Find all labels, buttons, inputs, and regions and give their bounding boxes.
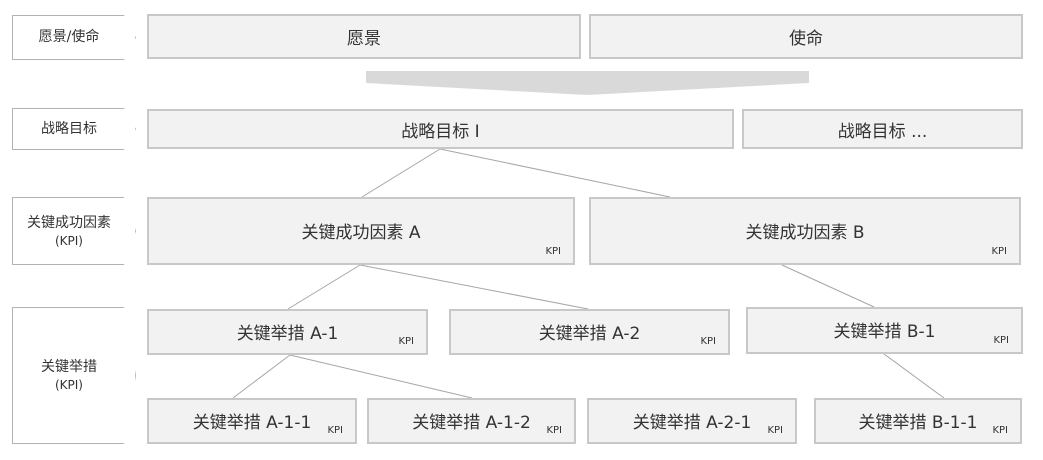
row-label-vision-text: 愿景/使命	[38, 29, 100, 45]
row-label-csf-text: 关键成功因素	[27, 214, 111, 231]
action-box-b1-label: 关键举措 B-1	[833, 322, 936, 342]
subaction-box-a12: 关键举措 A-1-2 KPI	[367, 398, 576, 444]
subaction-box-a21-label: 关键举措 A-2-1	[632, 413, 752, 433]
connector-action-a1-to-sub-a12	[289, 354, 473, 399]
row-label-csf: 关键成功因素 (KPI)	[12, 197, 136, 265]
action-box-a1-kpi: KPI	[398, 336, 414, 347]
connector-goal-to-csf-a	[361, 148, 441, 198]
csf-box-b-kpi: KPI	[991, 246, 1007, 257]
subaction-box-a12-label: 关键举措 A-1-2	[412, 413, 531, 433]
row-label-vision: 愿景/使命	[12, 15, 136, 60]
subaction-box-a11: 关键举措 A-1-1 KPI	[147, 398, 357, 444]
connector-action-a1-to-sub-a11	[232, 354, 291, 399]
goal-box-1-label: 战略目标 I	[401, 121, 480, 142]
csf-box-b-label: 关键成功因素 B	[745, 222, 865, 243]
subaction-box-a11-kpi: KPI	[327, 425, 343, 436]
connector-csf-b-to-action-b1	[781, 264, 875, 308]
connector-goal-to-csf-b	[439, 148, 671, 198]
csf-box-a-kpi: KPI	[545, 246, 561, 257]
mission-box: 使命	[589, 14, 1023, 59]
csf-box-a-label: 关键成功因素 A	[301, 222, 421, 243]
subaction-box-a21: 关键举措 A-2-1 KPI	[587, 398, 797, 444]
subaction-box-a12-kpi: KPI	[546, 425, 562, 436]
row-label-goals: 战略目标	[12, 108, 136, 150]
action-box-a1-label: 关键举措 A-1	[236, 324, 339, 344]
row-label-goals-text: 战略目标	[41, 120, 97, 137]
row-label-actions-text: 关键举措	[41, 359, 97, 375]
goal-box-1: 战略目标 I	[147, 109, 734, 149]
subaction-box-a21-kpi: KPI	[767, 425, 783, 436]
action-box-a2-kpi: KPI	[700, 336, 716, 347]
subaction-box-b11-kpi: KPI	[992, 425, 1008, 436]
connector-csf-a-to-action-a2	[359, 264, 589, 310]
action-box-a2-label: 关键举措 A-2	[538, 324, 641, 344]
action-box-a1: 关键举措 A-1 KPI	[147, 309, 428, 355]
row-label-csf-sub: (KPI)	[54, 233, 83, 248]
row-label-actions-sub: (KPI)	[54, 378, 83, 392]
action-box-b1: 关键举措 B-1 KPI	[746, 307, 1023, 354]
csf-box-b: 关键成功因素 B KPI	[589, 197, 1021, 265]
vision-box: 愿景	[147, 14, 581, 59]
connector-csf-a-to-action-a1	[287, 264, 361, 310]
subaction-box-b11-label: 关键举措 B-1-1	[858, 413, 978, 433]
subaction-box-a11-label: 关键举措 A-1-1	[192, 413, 312, 433]
subaction-box-b11: 关键举措 B-1-1 KPI	[814, 398, 1022, 444]
goal-box-more: 战略目标 ...	[742, 109, 1023, 149]
goal-box-more-label: 战略目标 ...	[837, 121, 928, 142]
csf-box-a: 关键成功因素 A KPI	[147, 197, 575, 265]
action-box-a2: 关键举措 A-2 KPI	[449, 309, 730, 355]
connector-action-b1-to-sub-b11	[883, 353, 945, 399]
vision-box-label: 愿景	[347, 29, 381, 49]
mission-box-label: 使命	[789, 29, 823, 49]
row-label-actions: 关键举措 (KPI)	[12, 307, 136, 444]
action-box-b1-kpi: KPI	[993, 335, 1009, 346]
